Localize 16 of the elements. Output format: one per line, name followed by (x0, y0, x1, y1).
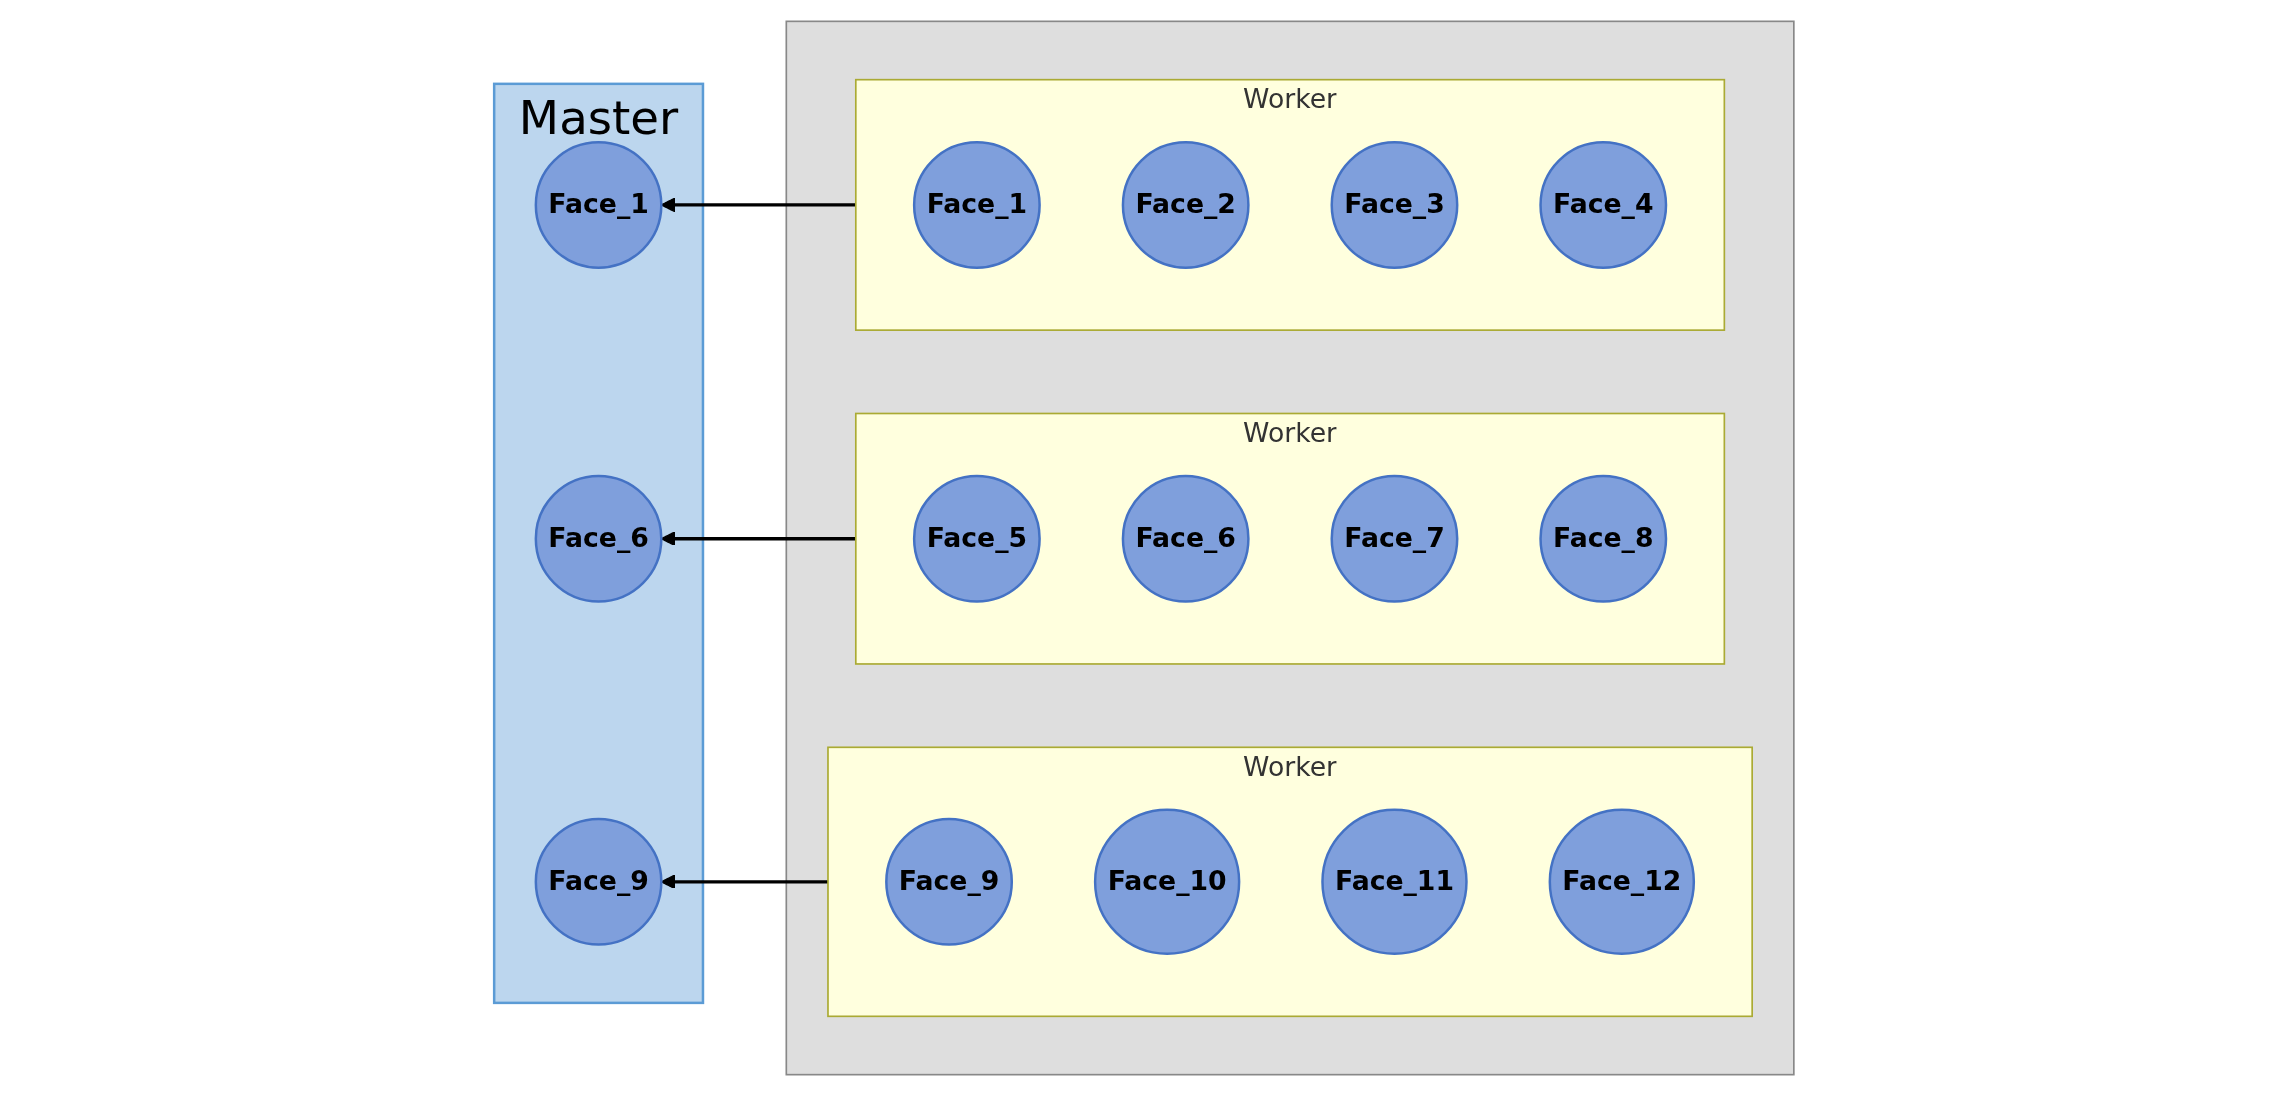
node-circle: Face_10 (1093, 808, 1241, 955)
node-circle: Face_9 (885, 817, 1014, 946)
node-circle: Face_4 (1539, 140, 1668, 269)
node-circle: Face_8 (1539, 474, 1668, 603)
node-circle: Face_6 (534, 474, 663, 603)
node-circle: Face_11 (1321, 808, 1468, 955)
node-circle: Face_3 (1330, 140, 1459, 269)
node-circle: Face_6 (1121, 474, 1250, 603)
node-circle: Face_1 (534, 140, 663, 269)
node-circle: Face_9 (534, 817, 663, 946)
node-circle: Face_2 (1121, 140, 1250, 269)
node-circle: Face_5 (912, 474, 1041, 603)
node-circle: Face_1 (912, 140, 1041, 269)
node-circle: Face_7 (1330, 474, 1459, 603)
node-circle: Face_12 (1548, 808, 1696, 955)
cluster (785, 20, 1795, 1075)
